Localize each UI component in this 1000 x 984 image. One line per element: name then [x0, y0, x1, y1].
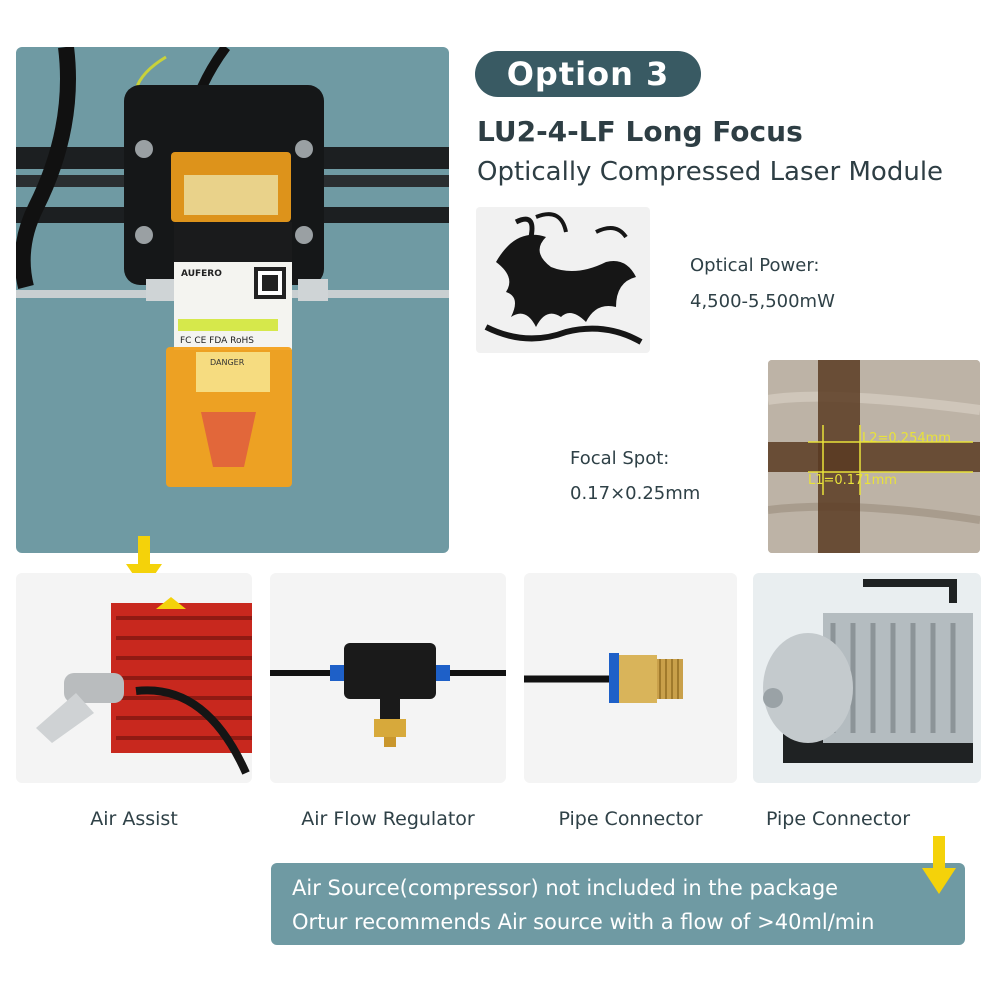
- measure-l2: L2=0.254mm: [862, 431, 951, 446]
- caption-pipe-connector: Pipe Connector: [558, 808, 703, 830]
- compressor-note-box: Air Source(compressor) not included in t…: [271, 863, 965, 945]
- caption-pipe-connector-2: Pipe Connector: [765, 808, 911, 830]
- module-warning-text: DANGER: [210, 358, 245, 367]
- engraving-sample-image: [476, 207, 650, 353]
- air-flow-regulator-image: [270, 573, 506, 783]
- measure-l1: L1=0.171mm: [808, 473, 897, 488]
- module-cert-text: FC CE FDA RoHS: [180, 336, 254, 346]
- air-compressor-image: [753, 573, 981, 783]
- pipe-connector-image: [524, 573, 737, 783]
- product-title: LU2-4-LF Long Focus: [477, 115, 803, 148]
- optical-power-value: 4,500-5,500mW: [690, 291, 835, 312]
- module-brand-text: AUFERO: [181, 269, 222, 279]
- caption-air-flow-regulator: Air Flow Regulator: [301, 808, 475, 830]
- focal-spot-label: Focal Spot:: [570, 448, 670, 469]
- air-assist-image: [16, 573, 252, 783]
- laser-module-photo: AUFERO FC CE FDA RoHS DANGER: [16, 47, 449, 553]
- option-badge: Option 3: [475, 51, 701, 97]
- product-subtitle: Optically Compressed Laser Module: [477, 157, 944, 187]
- caption-air-assist: Air Assist: [90, 808, 178, 830]
- note-line-1: Air Source(compressor) not included in t…: [292, 876, 839, 900]
- down-arrow-icon-2: [922, 836, 956, 894]
- focal-spot-micrograph: L2=0.254mm L1=0.171mm: [768, 360, 980, 553]
- option-badge-label: Option 3: [506, 55, 670, 93]
- optical-power-label: Optical Power:: [690, 255, 820, 276]
- note-line-2: Ortur recommends Air source with a flow …: [292, 910, 875, 934]
- focal-spot-value: 0.17×0.25mm: [570, 483, 701, 504]
